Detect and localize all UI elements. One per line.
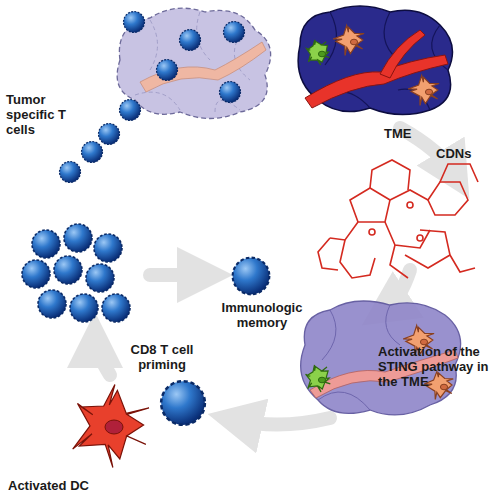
dendritic-cell bbox=[73, 385, 149, 468]
cd8-t-cell bbox=[161, 381, 205, 425]
dendritic-cell bbox=[307, 40, 330, 65]
dendritic-cell bbox=[306, 365, 331, 392]
cdn-molecule bbox=[318, 160, 478, 278]
nucleus bbox=[420, 339, 427, 345]
nucleus bbox=[440, 384, 447, 390]
t-cell-cluster bbox=[22, 224, 130, 322]
nucleus bbox=[318, 377, 325, 383]
label-dc: Activated DC bbox=[8, 478, 118, 493]
tumor-microenvironment bbox=[298, 6, 452, 115]
nucleus bbox=[105, 420, 123, 434]
dendritic-cell bbox=[408, 76, 439, 106]
label-tumor-t-cells: Tumor specific T cells bbox=[6, 92, 80, 137]
label-cdns: CDNs bbox=[436, 146, 496, 161]
nucleus bbox=[350, 39, 357, 45]
tumor-with-t-cells bbox=[60, 8, 271, 182]
nucleus bbox=[425, 89, 432, 95]
label-sting: Activation of the STING pathway in the T… bbox=[378, 344, 500, 389]
dendritic-cells bbox=[73, 26, 454, 468]
label-priming: CD8 T cell priming bbox=[122, 342, 202, 372]
label-memory: Immunologic memory bbox=[212, 300, 312, 330]
nucleus bbox=[318, 51, 325, 57]
dendritic-cell bbox=[333, 26, 364, 56]
memory-t-cell bbox=[233, 258, 270, 295]
label-tme: TME bbox=[384, 126, 424, 141]
